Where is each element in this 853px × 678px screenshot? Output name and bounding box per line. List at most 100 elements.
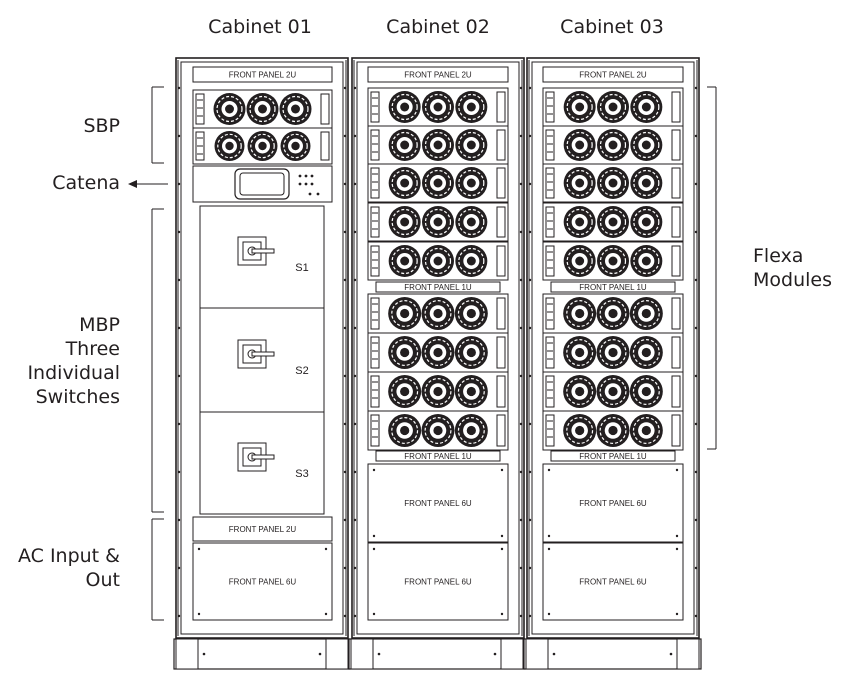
plinth-hole xyxy=(552,652,556,656)
fan-icon xyxy=(455,129,488,161)
module-handle-left xyxy=(195,93,205,125)
frame-hole xyxy=(343,614,347,618)
cabinet-01-front-panel-2u-top-frame xyxy=(192,66,333,83)
fan-blades xyxy=(458,208,485,236)
module-handle-right xyxy=(320,131,330,161)
fan-blades xyxy=(632,378,660,405)
cabinet-01-front-panel-6u-label: FRONT PANEL 6U xyxy=(229,578,297,587)
fan-icon xyxy=(629,297,663,330)
cabinet-01-front-panel-6u: FRONT PANEL 6U xyxy=(192,542,333,621)
fan-hub xyxy=(641,308,651,319)
cabinet-03-front-panel-1u-mid-frame xyxy=(550,281,676,293)
power-module xyxy=(367,332,509,373)
frame-hole xyxy=(694,278,698,282)
fan-hub xyxy=(641,347,651,358)
fan-hub xyxy=(433,140,443,150)
fan-icon xyxy=(630,167,663,199)
frame-hole xyxy=(177,566,181,570)
fan-blades xyxy=(566,247,593,275)
fan-hub xyxy=(433,217,443,227)
frame-hole xyxy=(353,326,357,330)
fan-hub xyxy=(575,140,585,150)
module-handle-right xyxy=(496,129,506,161)
module-handle-left xyxy=(545,129,555,161)
module-handle-left xyxy=(545,245,555,277)
cabinet-03: FRONT PANEL 2U FRONT PANEL 1U FRONT PANEL … xyxy=(526,57,700,639)
fan-blades xyxy=(424,93,452,121)
frame-hole xyxy=(353,518,357,522)
fan-icon xyxy=(563,297,597,330)
cabinet-02-front-panel-1u-bottom-frame xyxy=(375,450,501,462)
fan-blades xyxy=(458,93,485,121)
catena-arrow xyxy=(128,180,168,188)
fan-blades xyxy=(424,169,452,197)
cabinet-03-front-panel-6u-lower: FRONT PANEL 6U xyxy=(542,542,684,621)
fan-hub xyxy=(291,104,300,114)
power-module xyxy=(542,371,684,412)
screw xyxy=(547,468,551,472)
fan-icon xyxy=(596,297,630,330)
fan-icon xyxy=(279,93,312,125)
fan-icon xyxy=(563,245,596,277)
module-handle-left xyxy=(370,375,380,408)
fan-hub xyxy=(433,102,443,112)
catena-led xyxy=(298,182,302,186)
frame-hole xyxy=(694,326,698,330)
fan-hub xyxy=(225,104,234,114)
ac-label: AC Input & Out xyxy=(5,544,120,592)
cabinet-02-front-panel-6u-upper-label: FRONT PANEL 6U xyxy=(404,499,472,508)
fan-hub xyxy=(608,217,618,227)
switch-s3: S3 xyxy=(199,411,325,515)
frame-hole xyxy=(519,86,523,90)
fan-icon xyxy=(280,131,311,161)
catena-led xyxy=(316,192,320,196)
screw xyxy=(547,534,551,538)
fan-blades xyxy=(633,131,660,159)
fan-icon xyxy=(388,245,421,277)
fan-hub xyxy=(575,347,585,358)
cabinet-03-front-panel-1u-bottom: FRONT PANEL 1U xyxy=(550,450,676,462)
fan-icon xyxy=(563,129,596,161)
fan-icon xyxy=(388,91,421,123)
power-module xyxy=(542,87,684,127)
ac-line-2: Out xyxy=(85,569,120,591)
fan-icon xyxy=(388,167,421,199)
fan-blades xyxy=(633,247,660,275)
cabinet-03-front-panel-6u-upper-frame xyxy=(542,463,684,543)
sbp-label: SBP xyxy=(83,115,120,137)
fan-hub xyxy=(466,217,476,227)
frame-hole xyxy=(528,374,532,378)
module-handle-right xyxy=(496,206,506,238)
frame-hole xyxy=(519,374,523,378)
frame-hole xyxy=(694,374,698,378)
fan-blades xyxy=(424,417,452,444)
power-module xyxy=(367,371,509,412)
fan-hub xyxy=(608,347,618,358)
screw xyxy=(372,468,376,472)
fan-icon xyxy=(388,129,421,161)
cabinet-03-front-panel-2u-frame xyxy=(542,66,684,83)
fan-blades xyxy=(391,93,418,121)
cabinet-03-front-panel-2u-label: FRONT PANEL 2U xyxy=(579,71,647,80)
catena-led xyxy=(310,182,314,186)
cabinet-03-front-panel-1u-mid: FRONT PANEL 1U xyxy=(550,281,676,293)
fan-hub xyxy=(433,386,443,397)
fan-icon xyxy=(563,336,597,369)
cabinet-03-front-panel-1u-bottom-label: FRONT PANEL 1U xyxy=(579,452,647,461)
power-module xyxy=(367,293,509,334)
frame-hole xyxy=(343,566,347,570)
fan-hub xyxy=(575,102,585,112)
switch-handle xyxy=(251,248,275,254)
plinth-hole xyxy=(377,652,381,656)
screw xyxy=(500,468,504,472)
fan-icon xyxy=(246,93,279,125)
module-handle-right xyxy=(496,297,506,330)
frame-hole xyxy=(528,422,532,426)
fan-icon xyxy=(597,245,629,277)
module-handle-right xyxy=(320,93,330,125)
fan-blades xyxy=(633,208,660,236)
power-module xyxy=(367,87,509,127)
fan-hub xyxy=(641,217,651,227)
fan-blades xyxy=(391,208,418,236)
cabinet-02-front-panel-2u-frame xyxy=(367,66,509,83)
